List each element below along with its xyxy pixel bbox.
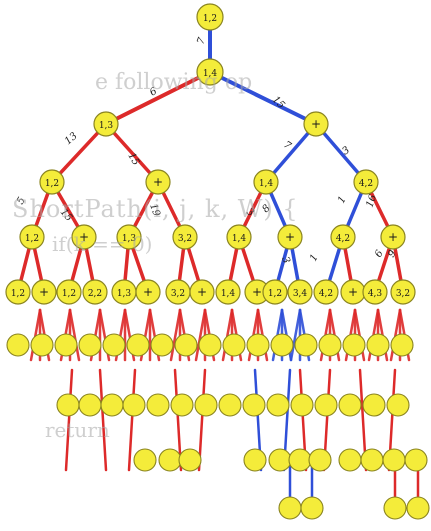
background-text-line-4: return xyxy=(45,418,110,442)
background-text-line-1: e following op xyxy=(95,70,253,95)
background-text-line-3: if(k == 0) xyxy=(52,232,153,256)
background-text-line-2: ShortPath(i, j, k, W) { xyxy=(12,195,299,223)
